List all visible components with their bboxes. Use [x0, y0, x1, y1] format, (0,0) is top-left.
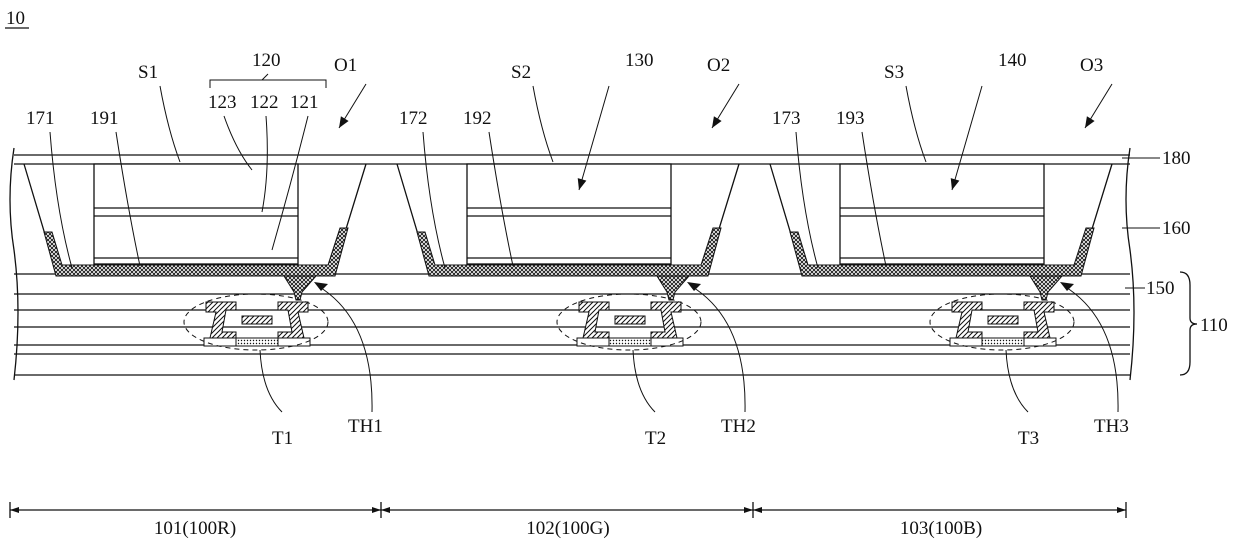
bank-edge-label-1: 171	[26, 108, 55, 129]
surface-label-3: S3	[884, 62, 904, 83]
layer-label-planarization: 150	[1146, 278, 1175, 299]
transistor-3	[930, 294, 1074, 350]
opening-label-2: O2	[707, 55, 730, 76]
region-label-1: 101(100R)	[154, 518, 236, 539]
via-label-2: TH2	[721, 416, 756, 437]
emitter-block-3	[840, 164, 1044, 264]
substrate-brace	[1180, 272, 1197, 375]
transistor-label-1: T1	[272, 428, 293, 449]
layer-label-bank: 160	[1162, 218, 1191, 239]
opening-label-3: O3	[1080, 55, 1103, 76]
pixel-2	[397, 84, 745, 412]
via-label-1: TH1	[348, 416, 383, 437]
via-1	[284, 276, 316, 300]
surface-label-1: S1	[138, 62, 158, 83]
emitter-block-2	[467, 164, 671, 264]
layer-label-top: 180	[1162, 148, 1191, 169]
layer-label-substrate: 110	[1200, 315, 1228, 336]
surface-label-2: S2	[511, 62, 531, 83]
bank-edge-label-2: 172	[399, 108, 428, 129]
figure-label: 10	[6, 8, 25, 29]
region-dimension-line	[10, 502, 1126, 518]
emitter-layer-label-a: 123	[208, 92, 237, 113]
transistor-2	[557, 294, 701, 350]
emitter-layer-label-c: 121	[290, 92, 319, 113]
opening-label-1: O1	[334, 55, 357, 76]
layer-labels: 180 160 150 110	[1122, 148, 1228, 375]
emitter-group-label-2: 130	[625, 50, 654, 71]
pixel-1	[24, 74, 372, 412]
electrode-label-2: 192	[463, 108, 492, 129]
pixel-3	[770, 84, 1118, 412]
emitter-group-label-1: 120	[252, 50, 281, 71]
electrode-label-3: 193	[836, 108, 865, 129]
region-label-2: 102(100G)	[526, 518, 609, 539]
bank-edge-label-3: 173	[772, 108, 801, 129]
via-2	[657, 276, 689, 300]
transistor-1	[184, 294, 328, 350]
emitter-layer-label-b: 122	[250, 92, 279, 113]
emitter-block-1	[94, 164, 298, 264]
electrode-label-1: 191	[90, 108, 119, 129]
emitter-group-label-3: 140	[998, 50, 1027, 71]
via-label-3: TH3	[1094, 416, 1129, 437]
transistor-label-3: T3	[1018, 428, 1039, 449]
region-label-3: 103(100B)	[900, 518, 982, 539]
via-3	[1030, 276, 1062, 300]
transistor-label-2: T2	[645, 428, 666, 449]
emitter-bracket	[210, 74, 326, 88]
